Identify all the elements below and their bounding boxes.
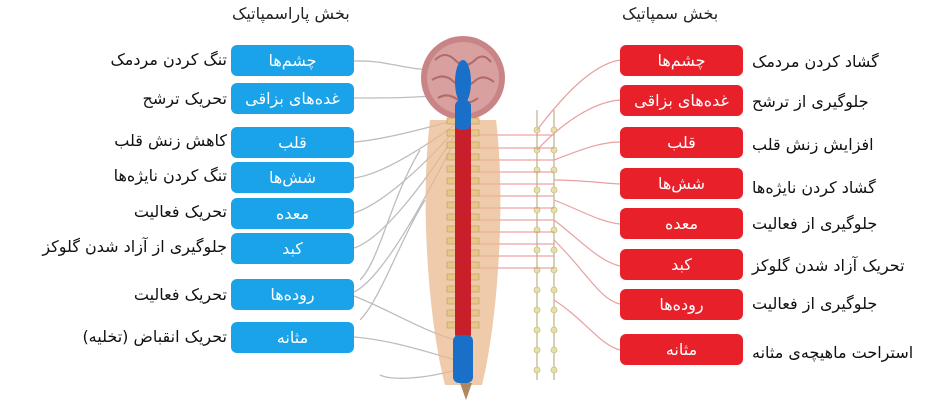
symp-effect-salivary-glands: جلوگیری از ترشح [752,92,869,112]
symp-organ-eyes: چشم‌ها [620,45,743,76]
para-organ-bladder: مثانه [231,322,354,353]
para-organ-liver: کبد [231,233,354,264]
symp-effect-liver: تحریک آزاد شدن گلوکز [752,256,905,276]
sympathetic-nerves [537,60,620,350]
para-organ-heart: قلب [231,127,354,158]
symp-effect-stomach: جلوگیری از فعالیت [752,214,877,234]
para-organ-stomach: معده [231,198,354,229]
symp-effect-eyes: گشاد کردن مردمک [752,52,879,72]
symp-organ-intestines: روده‌ها [620,289,743,320]
para-effect-salivary-glands: تحریک ترشح [143,89,227,109]
symp-effect-lungs: گشاد کردن نایژه‌ها [752,178,876,198]
para-organ-eyes: چشم‌ها [231,45,354,76]
brainstem [455,100,471,130]
symp-organ-liver: کبد [620,249,743,280]
para-effect-intestines: تحریک فعالیت [134,285,227,305]
para-organ-intestines: روده‌ها [231,279,354,310]
sacral-cord [453,335,473,383]
symp-organ-heart: قلب [620,127,743,158]
para-effect-lungs: تنگ کردن نایژه‌ها [114,166,227,186]
para-effect-eyes: تنگ کردن مردمک [110,50,227,70]
symp-effect-bladder: استراحت ماهیچه‌ی مثانه [752,343,913,363]
para-effect-liver: جلوگیری از آزاد شدن گلوکز [42,237,227,257]
para-organ-salivary-glands: غده‌های بزاقی [231,83,354,114]
parasympathetic-title: بخش پاراسمپاتیک [232,4,350,23]
symp-organ-stomach: معده [620,208,743,239]
symp-effect-intestines: جلوگیری از فعالیت [752,294,877,314]
coccyx [460,383,472,400]
sympathetic-title: بخش سمپاتیک [622,4,718,23]
para-effect-stomach: تحریک فعالیت [134,202,227,222]
para-organ-lungs: شش‌ها [231,162,354,193]
symp-organ-lungs: شش‌ها [620,168,743,199]
para-effect-heart: کاهش زنش قلب [114,131,227,151]
symp-organ-salivary-glands: غده‌های بزاقی [620,85,743,116]
para-effect-bladder: تحریک انقباض (تخلیه) [82,327,227,347]
symp-organ-bladder: مثانه [620,334,743,365]
spinal-cord [455,110,471,340]
symp-effect-heart: افزایش زنش قلب [752,135,874,155]
